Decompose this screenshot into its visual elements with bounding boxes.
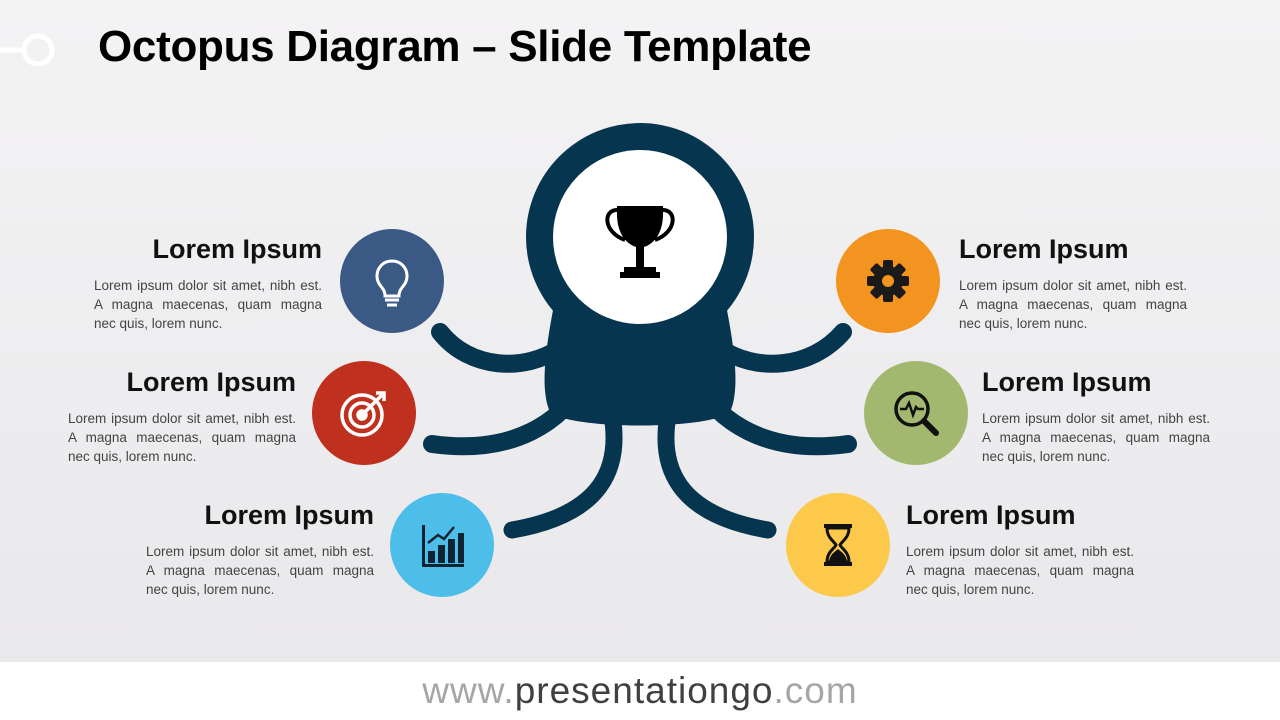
item-description: Lorem ipsum dolor sit amet, nibh est. A …: [146, 544, 374, 597]
item-6-text: Lorem Ipsum Lorem ipsum dolor sit amet, …: [906, 500, 1134, 599]
item-title: Lorem Ipsum: [982, 367, 1152, 397]
item-2-text: Lorem Ipsum Lorem ipsum dolor sit amet, …: [68, 367, 296, 466]
trophy-icon: [605, 206, 675, 278]
pin-icon: [0, 33, 55, 67]
item-title: Lorem Ipsum: [126, 367, 296, 397]
item-3-circle: [390, 493, 494, 597]
item-description: Lorem ipsum dolor sit amet, nibh est. A …: [982, 411, 1210, 464]
magnifier-pulse-icon: [894, 391, 939, 436]
item-title: Lorem Ipsum: [204, 500, 374, 530]
item-title: Lorem Ipsum: [152, 234, 322, 264]
item-description: Lorem ipsum dolor sit amet, nibh est. A …: [68, 411, 296, 464]
item-4-circle: [836, 229, 940, 333]
item-1-circle: [340, 229, 444, 333]
item-description: Lorem ipsum dolor sit amet, nibh est. A …: [959, 278, 1187, 331]
octopus-shape: [423, 123, 857, 539]
item-title: Lorem Ipsum: [906, 500, 1076, 530]
item-5-text: Lorem Ipsum Lorem ipsum dolor sit amet, …: [982, 367, 1210, 466]
item-description: Lorem ipsum dolor sit amet, nibh est. A …: [94, 278, 322, 331]
item-3-text: Lorem Ipsum Lorem ipsum dolor sit amet, …: [146, 500, 374, 599]
lightbulb-icon: [375, 259, 409, 307]
slide-canvas: Octopus Diagram – Slide Template Lorem I…: [0, 0, 1280, 662]
item-4-text: Lorem Ipsum Lorem ipsum dolor sit amet, …: [959, 234, 1187, 333]
slide-title: Octopus Diagram – Slide Template: [98, 22, 812, 71]
item-5-circle: [864, 361, 968, 465]
footer-url-domain: presentationgo: [514, 670, 774, 711]
item-1-text: Lorem Ipsum Lorem ipsum dolor sit amet, …: [94, 234, 322, 333]
footer-url: www.presentationgo.com: [0, 662, 1280, 720]
item-2-circle: [312, 361, 416, 465]
item-6-circle: [786, 493, 890, 597]
bar-chart-icon: [422, 525, 464, 567]
footer-url-suffix: .com: [773, 670, 858, 711]
item-description: Lorem ipsum dolor sit amet, nibh est. A …: [906, 544, 1134, 597]
target-icon: [340, 391, 386, 437]
footer-url-prefix: www.: [422, 670, 515, 711]
gear-icon: [867, 260, 909, 302]
hourglass-icon: [824, 524, 852, 566]
item-title: Lorem Ipsum: [959, 234, 1129, 264]
